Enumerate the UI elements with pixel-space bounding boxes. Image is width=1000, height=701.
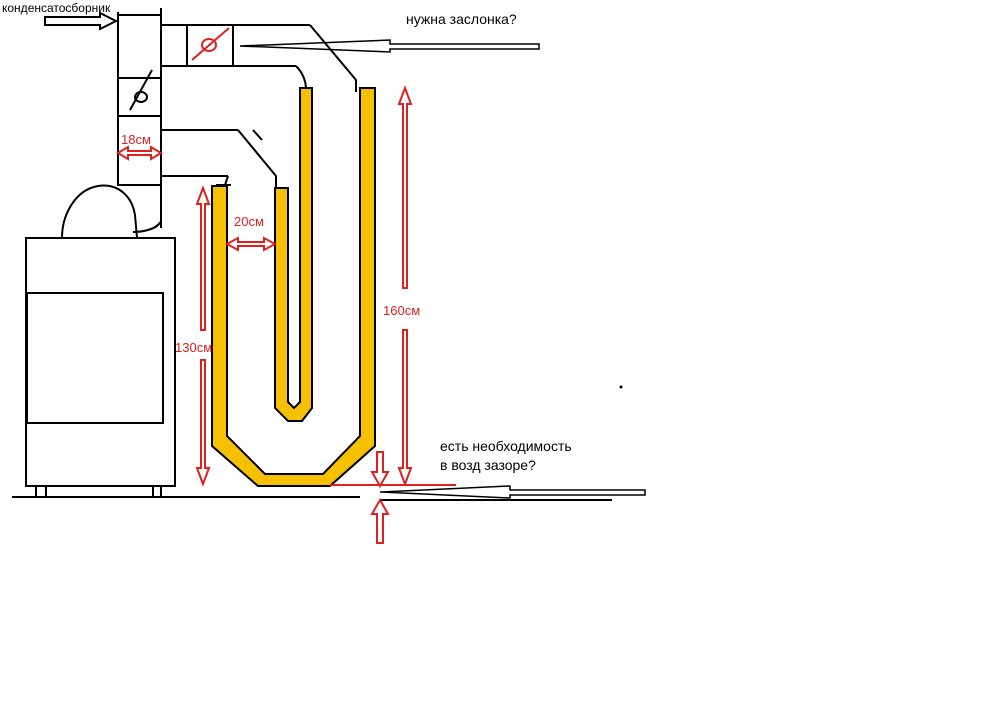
air-gap-arrow (379, 485, 646, 499)
dimension-18-arrow (116, 145, 163, 161)
inner-u-pipe (274, 87, 313, 422)
damper-question-label: нужна заслонка? (406, 11, 517, 27)
dimension-130-label: 130см (175, 340, 212, 355)
air-gap-dimension (330, 451, 456, 544)
air-gap-question-line2: в возд зазоре? (440, 457, 536, 473)
dimension-160-label: 160см (383, 303, 420, 318)
outer-u-pipe (211, 87, 376, 487)
boiler (25, 184, 176, 498)
horizontal-duct (161, 24, 310, 177)
dimension-160-arrow (397, 85, 413, 487)
chimney-stack (117, 8, 162, 228)
dimension-18-label: 18см (121, 132, 151, 147)
damper-arrow (239, 39, 540, 53)
dimension-20-arrow (224, 236, 278, 252)
condensate-collector-label: конденсатосборник (2, 1, 111, 15)
floor (12, 496, 612, 501)
dimension-20-label: 20см (234, 214, 264, 229)
stack-damper-icon (129, 69, 153, 111)
stray-dot (619, 385, 623, 389)
dimension-130-arrow (195, 185, 211, 487)
air-gap-question-line1: есть необходимость (440, 438, 572, 454)
condensate-arrow (44, 11, 119, 31)
duct-damper-icon (191, 27, 230, 61)
